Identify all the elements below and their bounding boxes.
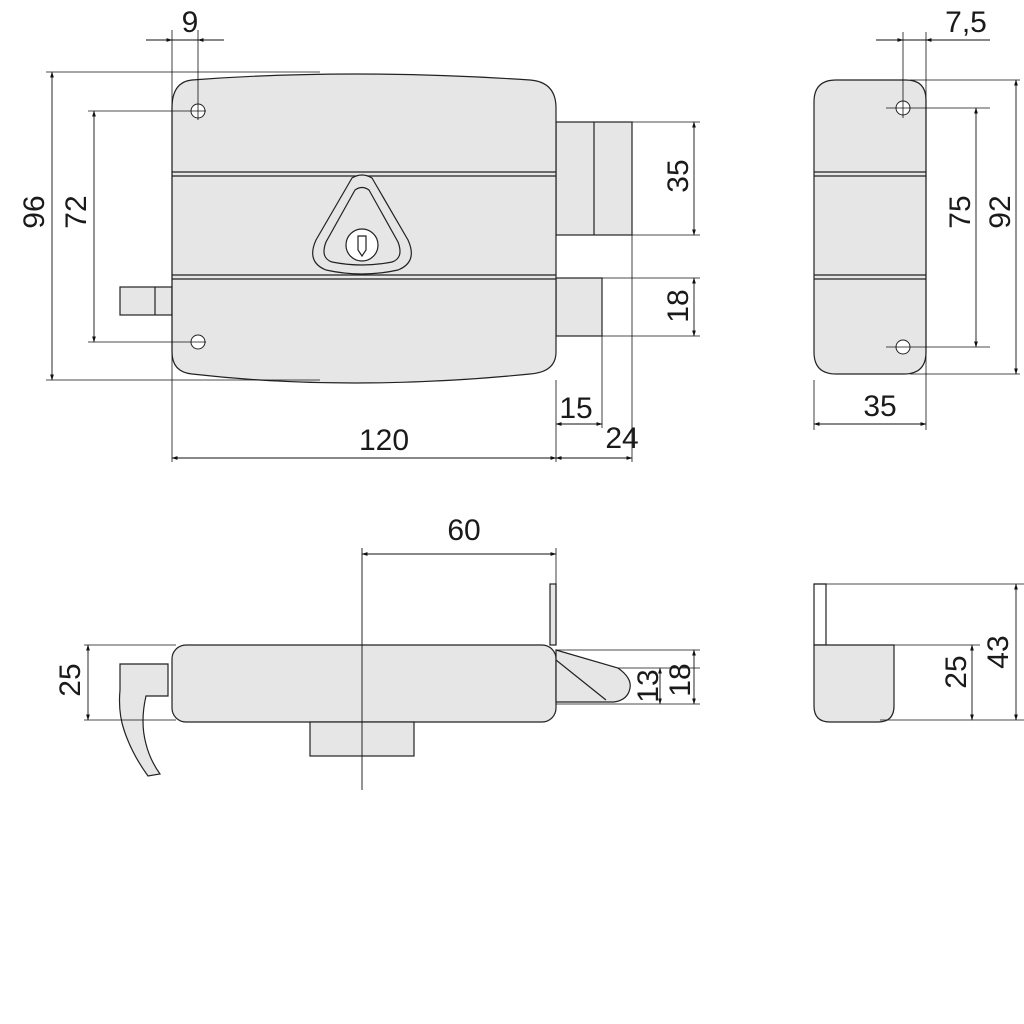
dim-front-height-total: 96: [18, 195, 51, 228]
dim-side-depth: 35: [863, 390, 896, 423]
dim-front-hole-offset: 9: [182, 6, 199, 39]
latch-bolt: [555, 277, 603, 337]
handle-stub: [119, 286, 173, 316]
bottom-view: 60 25 13 18: [54, 514, 700, 790]
dim-bottom-bolt-depth: 18: [664, 663, 697, 696]
profile-lock-body: [813, 644, 895, 723]
dim-front-bolt-projection: 24: [605, 422, 638, 455]
front-view: 9 96 72 35 18 120 15 24: [18, 6, 700, 462]
keyhole-escutcheon: [312, 174, 412, 275]
bottom-faceplate: [549, 583, 557, 646]
side-view: 7,5 75 92 35: [813, 6, 1020, 430]
keyhole-icon: [345, 228, 379, 262]
profile-view: 25 43: [813, 583, 1024, 723]
dim-profile-total-depth: 43: [982, 635, 1015, 668]
bottom-latch: [555, 649, 631, 703]
dim-side-height-total: 92: [984, 195, 1017, 228]
bottom-lock-body: [171, 644, 557, 723]
dim-profile-body-depth: 25: [940, 655, 973, 688]
side-lock-body: [813, 79, 927, 375]
dim-bottom-backset: 60: [447, 514, 480, 547]
dim-front-latch-height: 18: [662, 289, 695, 322]
dim-front-bolt-height: 35: [662, 159, 695, 192]
dim-front-latch-projection: 15: [559, 392, 592, 425]
dim-bottom-body-depth: 25: [54, 663, 87, 696]
dim-bottom-latch-depth: 13: [632, 669, 665, 702]
dim-front-body-width: 120: [359, 424, 409, 457]
dim-front-hole-spacing: 72: [60, 195, 93, 228]
profile-mounting-plate: [813, 583, 827, 646]
handle-hook: [118, 663, 169, 777]
dim-side-hole-offset: 7,5: [945, 6, 987, 39]
dim-side-hole-spacing: 75: [944, 195, 977, 228]
